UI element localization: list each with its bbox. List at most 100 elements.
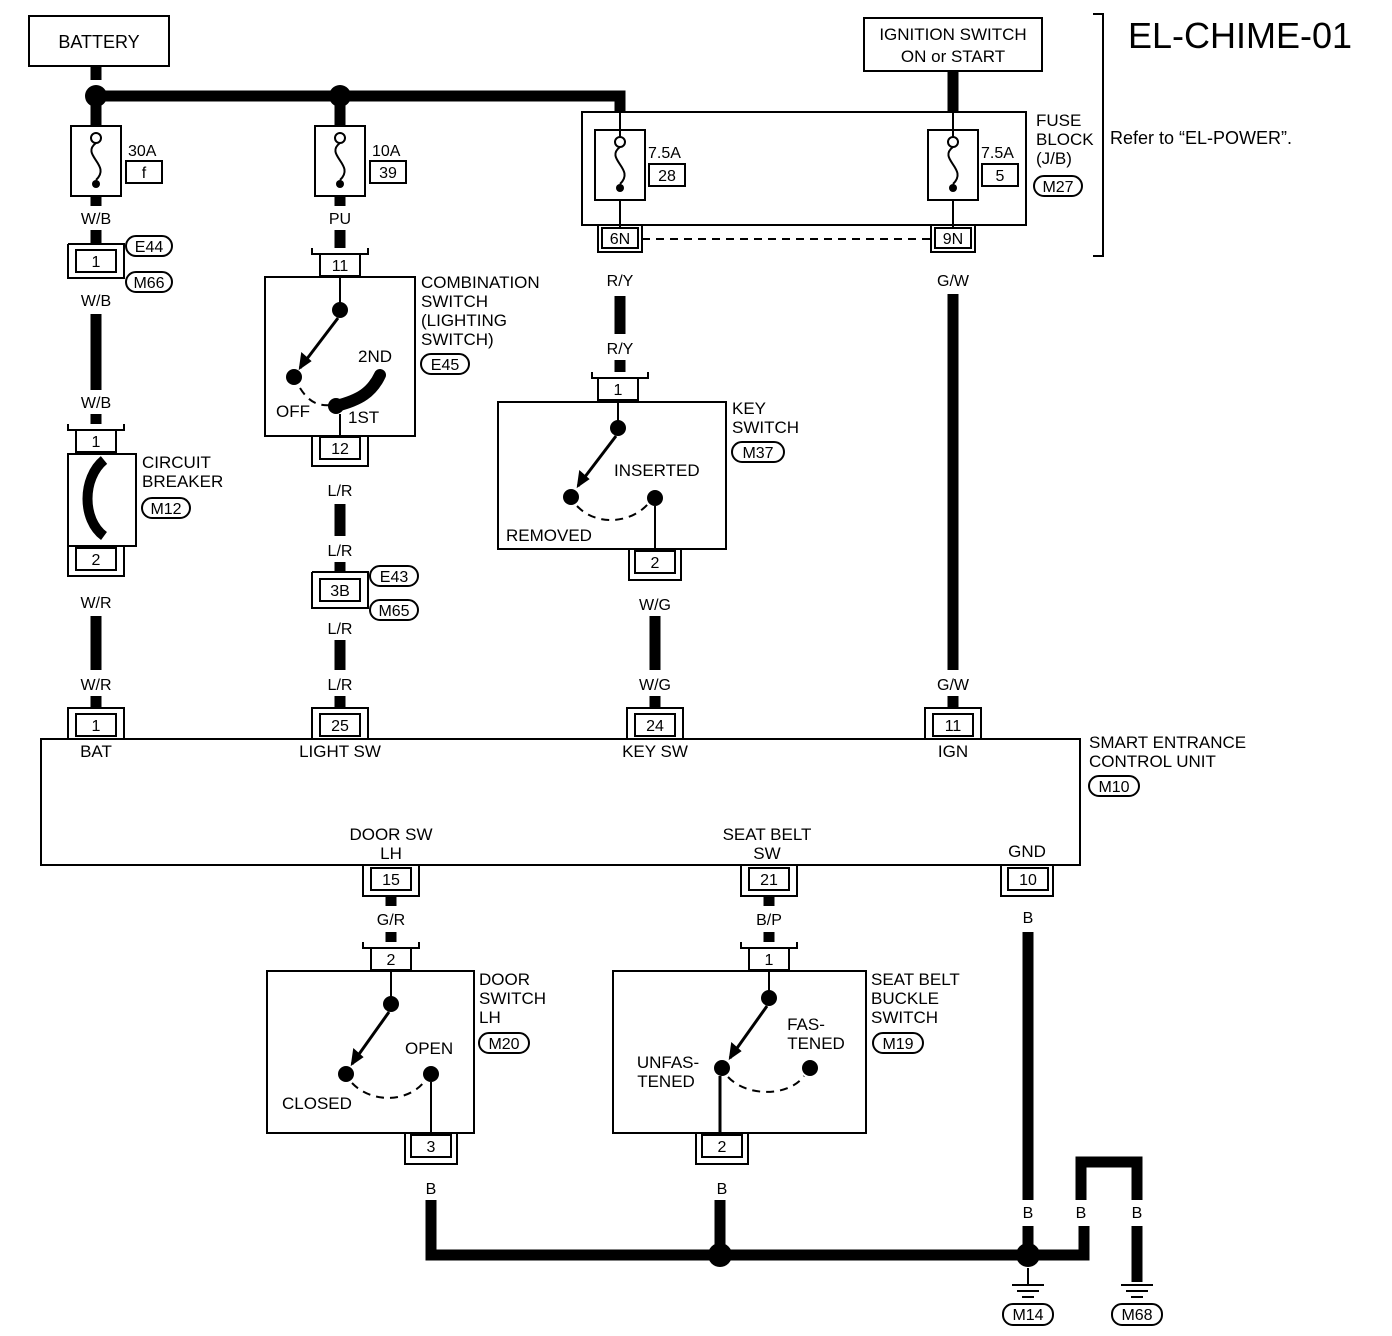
joint1-connector <box>67 243 125 279</box>
control-unit-line1: SMART ENTRANCE <box>1089 733 1246 752</box>
key-pin-top: 1 <box>614 382 623 399</box>
battery-label: BATTERY <box>58 32 139 52</box>
combo-pin-bottom: 12 <box>331 441 349 458</box>
cu-pin-key-num: 24 <box>646 718 664 735</box>
ground-splice-2 <box>1016 1243 1040 1267</box>
cu-pin-gnd <box>1000 865 1054 897</box>
combo-switch <box>264 248 416 467</box>
belt-conn-pill <box>872 1032 924 1054</box>
ground-2-label: M68 <box>1121 1307 1152 1324</box>
joint1-c2: M66 <box>133 275 164 292</box>
wire-pu: PU <box>329 211 351 228</box>
control-unit-conn-pill <box>1088 775 1140 797</box>
joint2-c2-pill <box>369 599 419 621</box>
fuse-10a-num: 39 <box>379 165 397 182</box>
cu-gnd-l1: GND <box>1008 842 1046 861</box>
joint2-connector <box>311 571 369 609</box>
ground-1-label: M14 <box>1012 1307 1043 1324</box>
cu-pin-key-label: KEY SW <box>622 742 688 761</box>
wire-b-gnd-unit: B <box>1023 910 1034 927</box>
combo-line2: SWITCH <box>421 292 488 311</box>
wire-ry-2: R/Y <box>607 341 634 358</box>
fuse-10a <box>314 125 366 197</box>
wire-wb-3: W/B <box>81 395 111 412</box>
combo-conn: E45 <box>431 357 460 374</box>
cu-pin-door <box>362 865 420 897</box>
key-inserted: INSERTED <box>614 461 700 480</box>
cu-belt-l2: SW <box>753 844 780 863</box>
cu-pin-ign-num: 11 <box>945 718 962 735</box>
fuse-term-6n-label: 6N <box>610 231 630 248</box>
combo-line4: SWITCH) <box>421 330 494 349</box>
cu-pin-door-num: 15 <box>382 872 400 889</box>
ground-2-pill <box>1111 1303 1163 1326</box>
belt-conn: M19 <box>882 1036 913 1053</box>
ground-bus-wire <box>425 1200 1090 1261</box>
belt-pin-top: 1 <box>765 952 774 969</box>
breaker-conn: M12 <box>150 501 181 518</box>
combo-first: 1ST <box>348 408 379 427</box>
fuse-block-conn-pill <box>1033 175 1083 197</box>
key-pin-bottom: 2 <box>651 555 660 572</box>
wire-wb-1: W/B <box>81 211 111 228</box>
fuse-28-num: 28 <box>658 168 676 185</box>
fuse-5-num: 5 <box>996 168 1005 185</box>
control-unit-box <box>40 738 1081 866</box>
fuse-30a-num-box <box>125 160 163 184</box>
control-unit-line2: CONTROL UNIT <box>1089 752 1216 771</box>
belt-unfastened-2: TENED <box>637 1072 695 1091</box>
joint2-c1-pill <box>369 565 419 587</box>
belt-line3: SWITCH <box>871 1008 938 1027</box>
door-closed: CLOSED <box>282 1094 352 1113</box>
fuse-28-amp: 7.5A <box>648 145 681 162</box>
fuse-7-5a-28 <box>594 112 646 228</box>
key-switch <box>497 372 727 581</box>
cu-pin-belt-num: 21 <box>760 872 778 889</box>
door-pin-top: 2 <box>387 952 396 969</box>
combo-off: OFF <box>276 402 310 421</box>
breaker-line2: BREAKER <box>142 472 223 491</box>
wire-lr-1: L/R <box>328 483 353 500</box>
cu-pin-key <box>626 707 684 739</box>
belt-unfastened-1: UNFAS- <box>637 1053 699 1072</box>
breaker-pin-bottom: 2 <box>92 552 101 569</box>
door-switch <box>266 942 475 1165</box>
joint1-c1: E44 <box>135 239 164 256</box>
fuse-10a-amp: 10A <box>372 143 401 160</box>
door-line1: DOOR <box>479 970 530 989</box>
door-line2: SWITCH <box>479 989 546 1008</box>
ground-splice-1 <box>708 1243 732 1267</box>
control-unit-conn: M10 <box>1098 779 1129 796</box>
ignition-switch-box <box>863 17 1043 72</box>
door-conn-pill <box>478 1032 530 1054</box>
cu-pin-light <box>311 707 369 739</box>
cu-pin-gnd-num: 10 <box>1019 872 1037 889</box>
belt-line2: BUCKLE <box>871 989 939 1008</box>
door-conn: M20 <box>488 1036 519 1053</box>
wire-lr-4: L/R <box>328 677 353 694</box>
battery-box <box>28 15 170 67</box>
joint2-c2: M65 <box>378 603 409 620</box>
fuse-block-line1: FUSE <box>1036 111 1081 130</box>
fuse-term-9n <box>930 226 976 253</box>
belt-pin-bottom: 2 <box>718 1139 727 1156</box>
combo-line1: COMBINATION <box>421 273 540 292</box>
fuse-30a-amp: 30A <box>128 143 157 160</box>
joint1-pin: 1 <box>92 254 101 271</box>
joint1-c1-pill <box>125 235 173 257</box>
combo-line3: (LIGHTING <box>421 311 507 330</box>
wire-wb-2: W/B <box>81 293 111 310</box>
belt-fastened-1: FAS- <box>787 1015 825 1034</box>
cu-belt-l1: SEAT BELT <box>723 825 812 844</box>
fuse-28-num-box <box>648 163 686 187</box>
fuse-term-6n <box>597 226 643 253</box>
wire-wg-1: W/G <box>639 597 671 614</box>
wire-b-g2b: B <box>1132 1205 1143 1222</box>
fuse-5-num-box <box>981 163 1019 187</box>
wire-lr-3: L/R <box>328 621 353 638</box>
wire-lr-2: L/R <box>328 543 353 560</box>
fuse-30a-num: f <box>142 165 147 182</box>
wire-wr-1: W/R <box>80 595 111 612</box>
cu-pin-light-num: 25 <box>331 718 349 735</box>
